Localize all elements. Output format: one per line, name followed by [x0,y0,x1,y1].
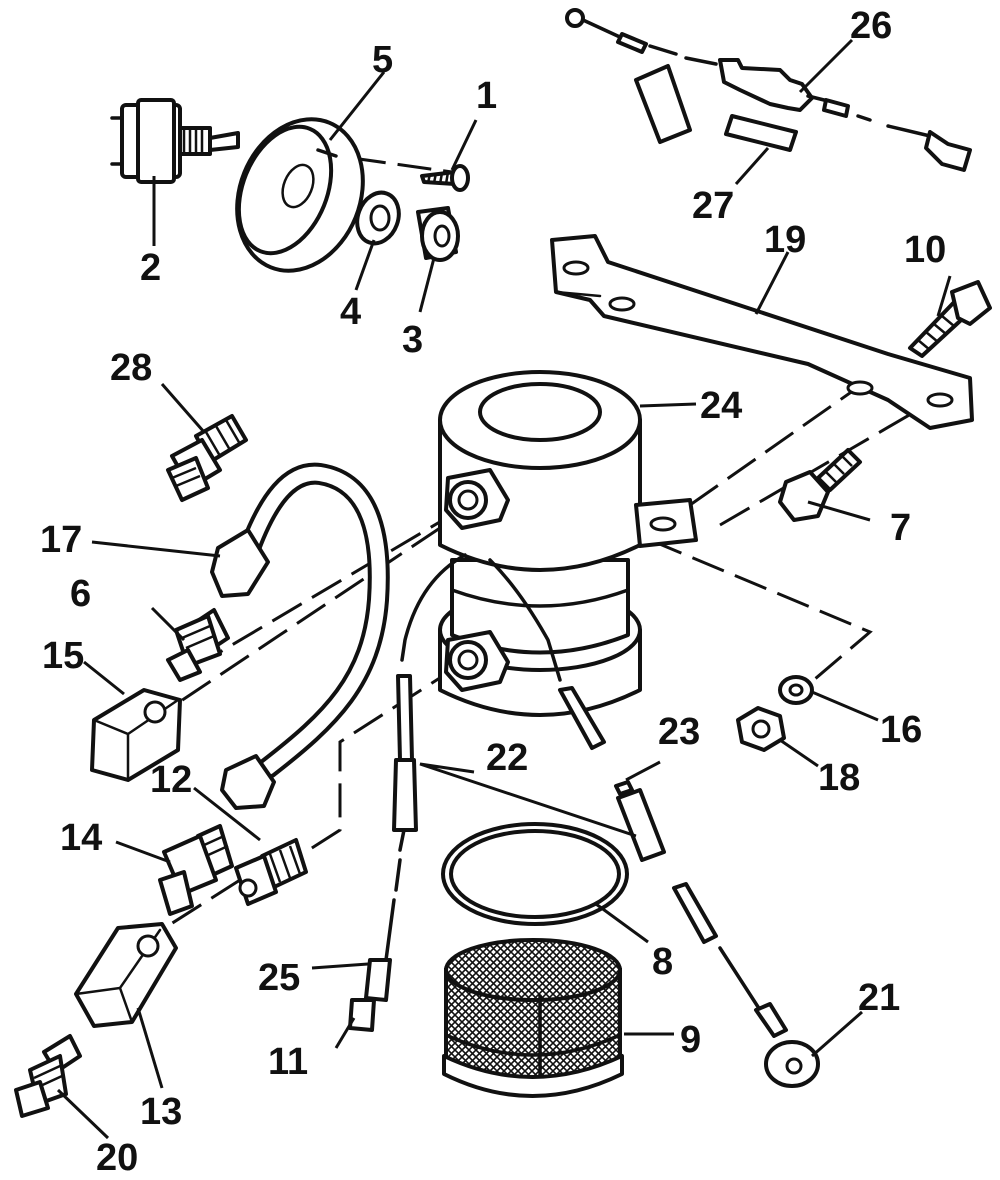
callout-14: 14 [60,817,102,859]
callout-27: 27 [692,185,734,227]
callout-17: 17 [40,519,82,561]
wire-leads-part [348,553,820,1088]
callout-21: 21 [858,977,900,1019]
nut-part [355,190,401,246]
bracket-bolt-part [908,280,992,358]
callout-16: 16 [880,709,922,751]
fitting-28-part [166,414,248,502]
washer-part [778,675,814,705]
callout-7: 7 [890,507,911,549]
callout-numbers: 1 2 3 4 5 6 7 8 9 10 11 12 13 14 15 16 1… [40,5,946,1179]
callout-18: 18 [818,757,860,799]
fitting-14-part [158,824,234,916]
mounting-bracket-part [550,234,974,430]
pump-bolt-part [778,448,862,522]
callout-6: 6 [70,573,91,615]
spacer-part [416,206,460,262]
callout-24: 24 [700,385,742,427]
callout-15: 15 [42,635,84,677]
callout-10: 10 [904,229,946,271]
callout-9: 9 [680,1019,701,1061]
fitting-12-part [234,838,308,906]
fitting-20-part [14,1034,82,1118]
callout-11: 11 [268,1041,308,1083]
callout-12: 12 [150,759,192,801]
fitting-6-part [166,608,230,682]
callout-28: 28 [110,347,152,389]
callout-2: 2 [140,247,161,289]
callout-5: 5 [372,39,393,81]
callout-26: 26 [850,5,892,47]
fuse-holder-harness-part [565,8,972,172]
callout-23: 23 [658,711,700,753]
fuel-line-part [210,462,390,810]
fuel-block-13-part [74,922,178,1028]
callout-1: 1 [476,75,497,117]
callout-4: 4 [340,291,361,333]
fuel-block-15-part [90,688,182,782]
filter-screen-part [442,938,624,1098]
toggle-switch-part [110,98,240,184]
lock-nut-part [736,706,786,752]
callout-13: 13 [140,1091,182,1133]
callout-20: 20 [96,1137,138,1179]
leader-lines [56,38,952,1140]
fuel-pump-body-part [438,370,698,717]
callout-19: 19 [764,219,806,261]
callout-8: 8 [652,941,673,983]
screw-part [420,164,470,192]
callout-25: 25 [258,957,300,999]
callout-22: 22 [486,737,528,779]
o-ring-gasket-part [441,822,629,926]
callout-3: 3 [402,319,423,361]
knob-cap-part [235,117,365,273]
